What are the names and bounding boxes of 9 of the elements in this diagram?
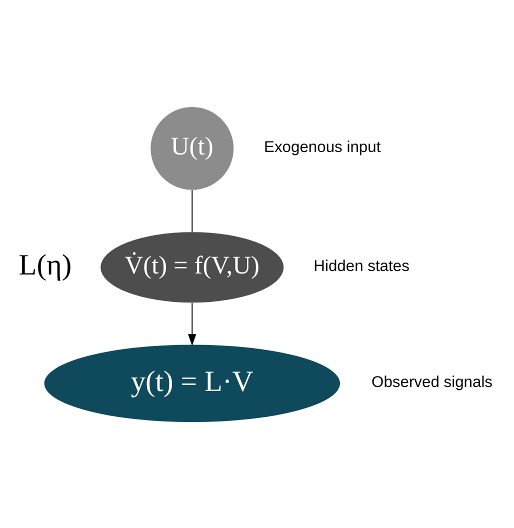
connector [192,189,193,232]
node-label: Observed signals [372,374,493,391]
node-ellipse: V̇(t) = f(V,U) [100,232,284,302]
label: L(η) [18,249,72,282]
node-ellipse: y(t) = L·V [44,344,340,422]
arrow [188,302,196,346]
node-label: Hidden states [314,258,410,275]
node-label: Exogenous input [264,138,381,156]
node-circle: U(t) [150,106,234,190]
